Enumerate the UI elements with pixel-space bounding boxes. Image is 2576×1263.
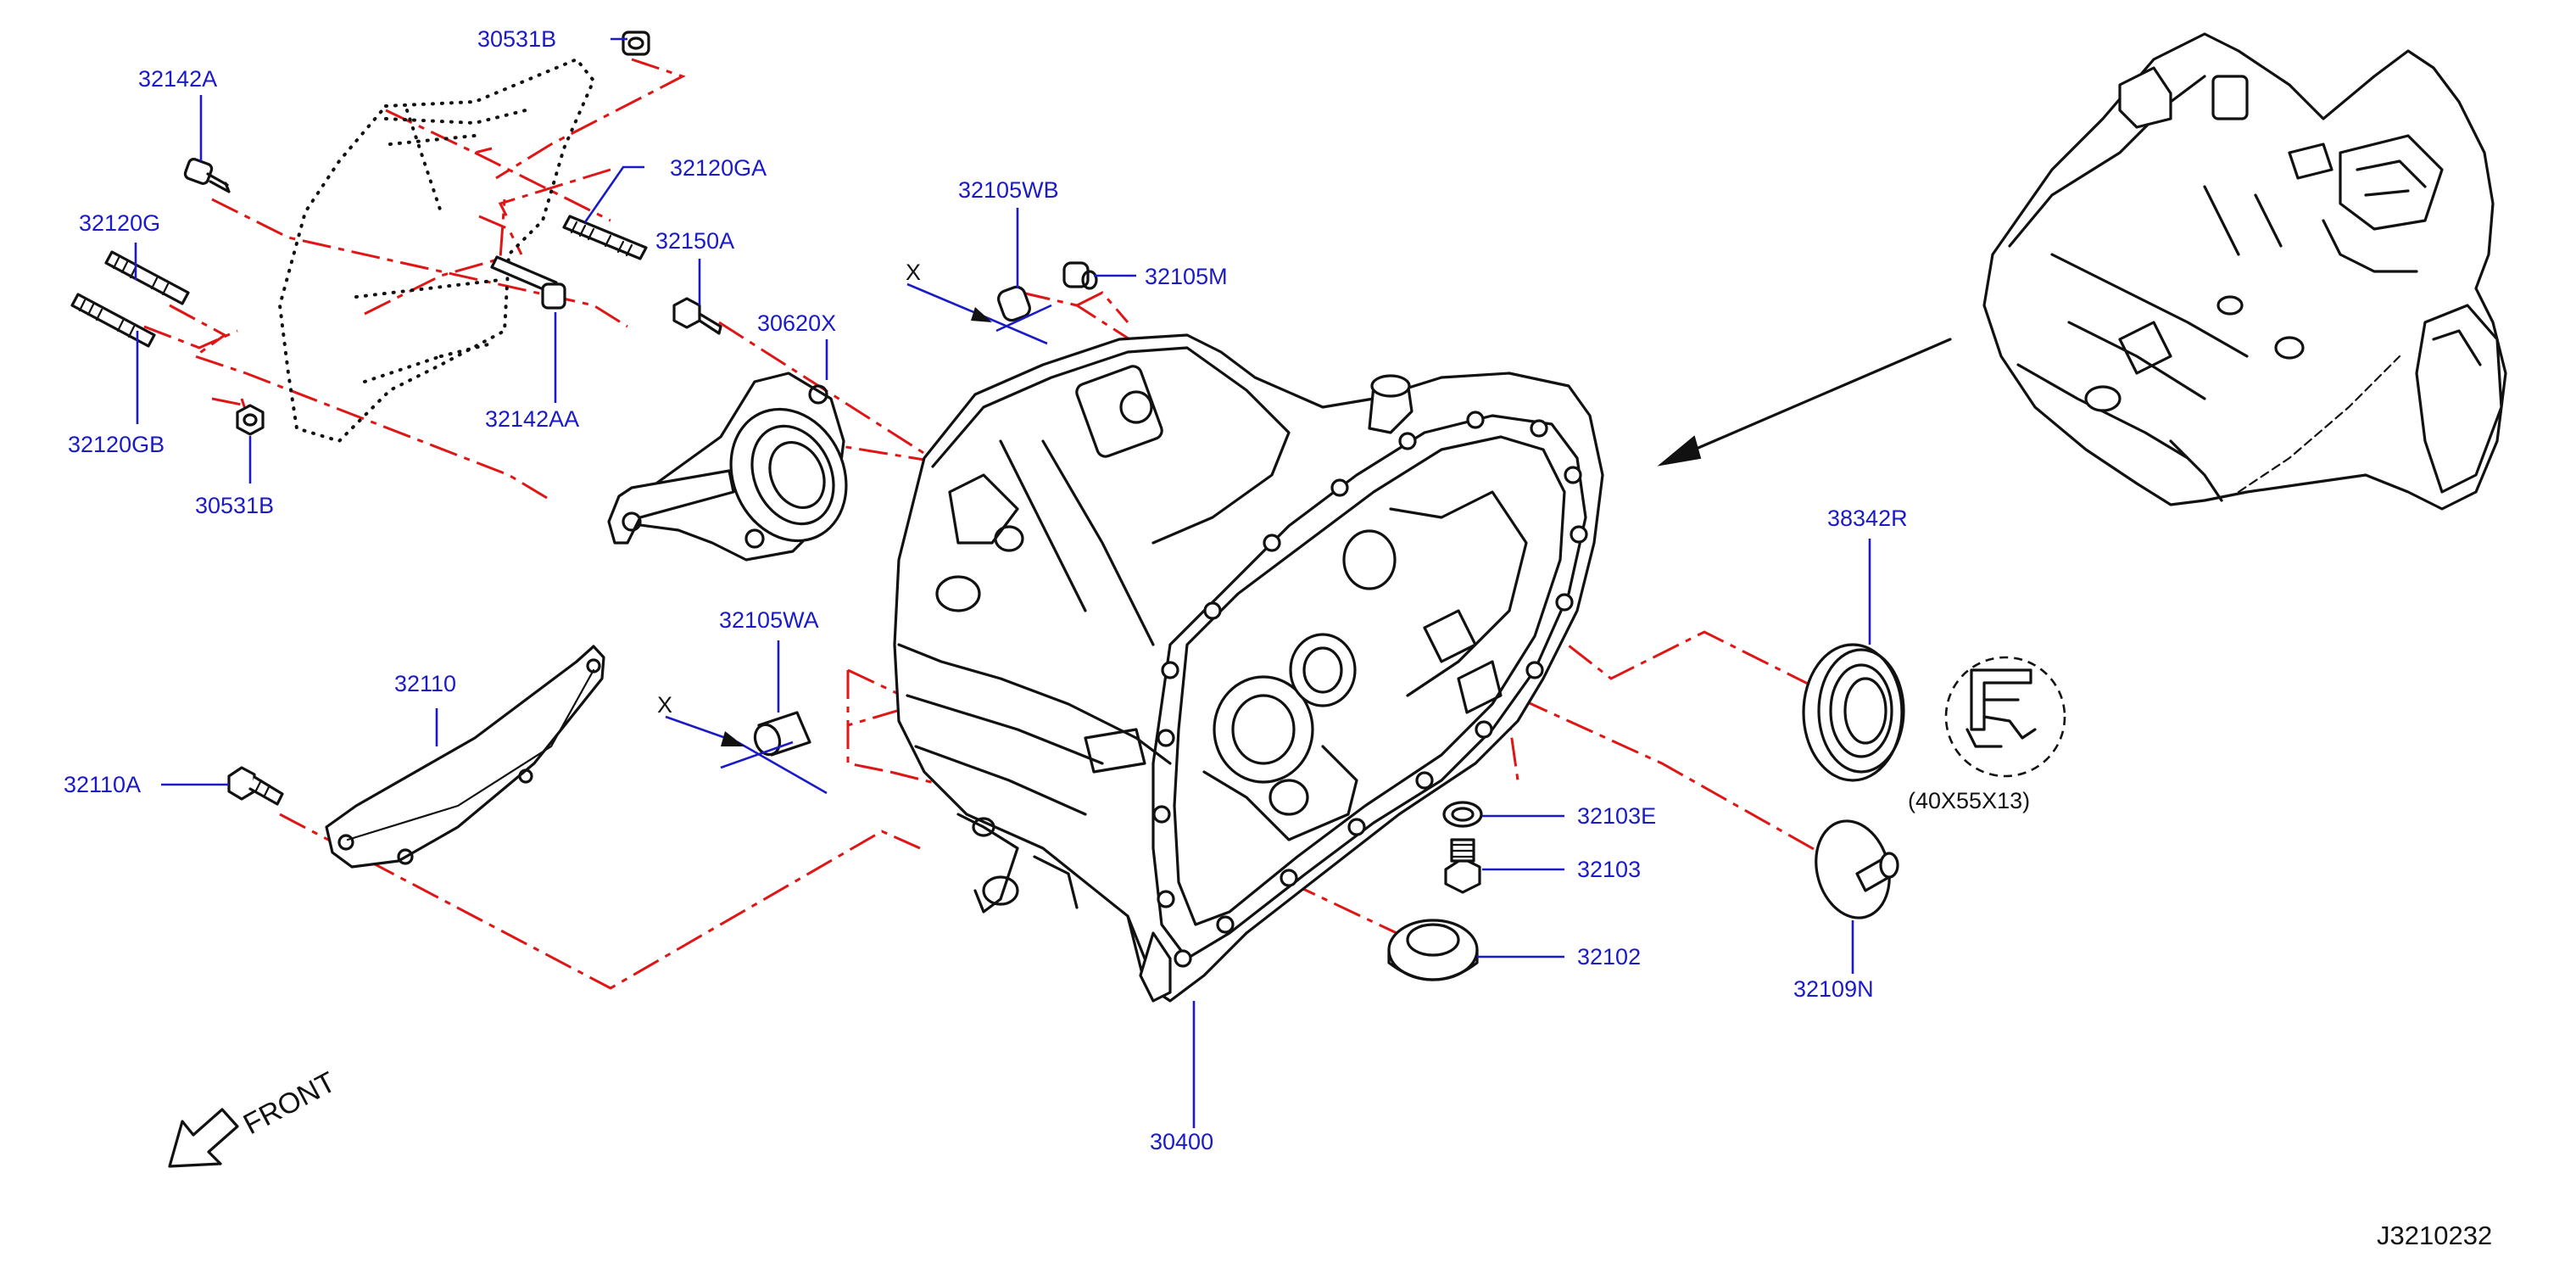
part-label-32120GA: 32120GA [670,155,767,181]
part-label-32120G: 32120G [79,210,160,236]
x-marker-lower [665,715,828,795]
part-label-30531B-top: 30531B [477,26,556,52]
bearing-38342R [1802,643,1905,782]
bearing-size-note: (40X55X13) [1908,788,2030,813]
pin-32105WA [753,711,811,757]
transmission-housing-30400 [893,333,1604,1003]
nut-30531B-bottom [236,404,265,436]
diagram-id: J3210232 [2377,1221,2492,1250]
part-label-32110: 32110 [394,671,456,696]
part-label-32105WB: 32105WB [958,177,1059,203]
pin-32105WB [997,285,1031,322]
part-label-32105M: 32105M [1145,264,1228,289]
cover-plate-32110 [325,645,605,869]
part-label-32150A: 32150A [655,228,734,254]
plug-32103 [1444,838,1481,894]
slave-cylinder-30620X [607,372,848,562]
bearing-cross-section-detail [1944,656,2066,778]
part-label-32105WA: 32105WA [719,607,819,633]
front-arrow-icon [168,1108,239,1168]
front-label: FRONT [238,1066,341,1142]
flange-bolt-holes [1152,411,1588,968]
stud-32120G [104,250,190,305]
part-label-32142A: 32142A [138,66,217,92]
part-label-38342R: 38342R [1827,506,1908,531]
assembled-transmission-view [1982,32,2507,511]
view-arrow [1657,338,1952,467]
washer-32103E [1442,801,1483,828]
nut-30531B-top [622,31,650,56]
part-label-30400: 30400 [1150,1129,1213,1154]
x-marker-upper [906,282,1052,345]
part-label-30620X: 30620X [757,310,836,336]
leader-lines [134,37,1871,1128]
x-marker-label-lower: X [657,692,672,718]
bolt-32142AA [490,255,566,310]
part-label-32110A: 32110A [64,772,141,797]
cap-32109N [1815,819,1899,919]
plug-32105M [1062,261,1098,290]
bolt-32142A [183,158,231,193]
bolt-32150A [672,297,722,335]
part-labels: 30531B 32142A 32120GA 32120G 32150A 3062… [64,26,1908,1154]
part-label-32109N: 32109N [1793,976,1874,1002]
part-label-32120GB: 32120GB [68,432,164,457]
seal-32102 [1387,919,1479,981]
bolt-32110A [227,766,284,806]
x-marker-label-upper: X [906,260,921,285]
part-label-32142AA: 32142AA [485,406,579,432]
bracket-phantom-outline [277,57,596,444]
part-label-32103: 32103 [1577,857,1641,882]
stud-32120GB [70,293,156,348]
stud-32120GA [562,215,648,260]
part-label-32103E: 32103E [1577,803,1656,829]
part-label-30531B-bottom: 30531B [195,493,274,518]
part-label-32102: 32102 [1577,944,1641,970]
